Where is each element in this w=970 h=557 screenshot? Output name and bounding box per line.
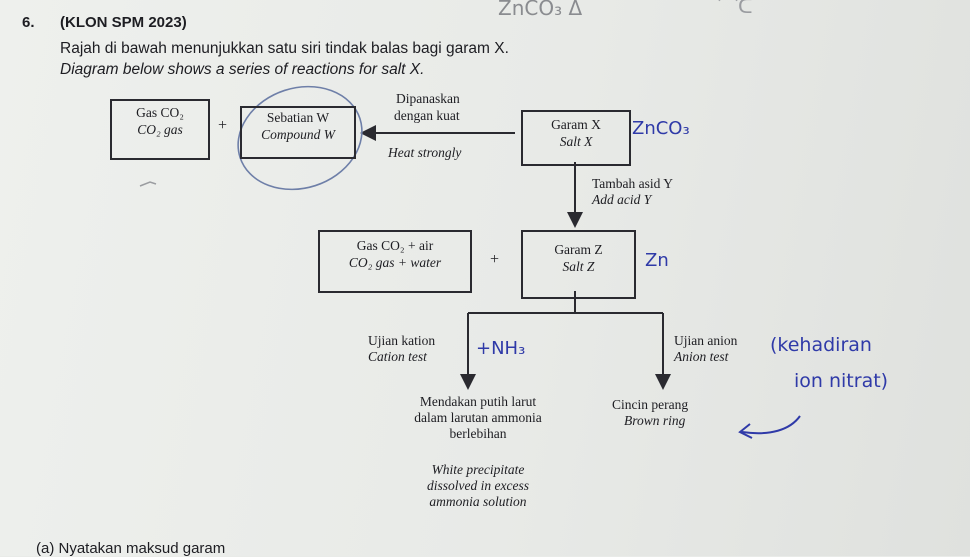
salt-z-handwritten-note: Zn xyxy=(645,250,669,271)
gas-co2-english: CO₂ gas xyxy=(137,122,183,137)
cation-test-label: Ujian kation Cation test xyxy=(368,333,435,365)
anion-test-english: Anion test xyxy=(674,349,729,364)
anion-test-malay: Ujian anion xyxy=(674,333,738,348)
anion-handwritten-note-1: (kehadiran xyxy=(770,334,872,356)
question-stem-malay: Rajah di bawah menunjukkan satu siri tin… xyxy=(60,40,509,57)
gas-water-box: Gas CO₂ + air CO₂ gas + water xyxy=(318,230,472,293)
precip-english-3: ammonia solution xyxy=(429,494,527,509)
heat-label-english: Heat strongly xyxy=(388,145,462,160)
heat-label-malay-2: dengan kuat xyxy=(394,108,460,123)
cation-test-malay: Ujian kation xyxy=(368,333,436,348)
salt-x-malay: Garam X xyxy=(551,117,601,132)
pencil-scribble: ⌒ᑕ xyxy=(718,0,753,18)
precip-english-2: dissolved in excess xyxy=(427,478,529,493)
question-stem-english: Diagram below shows a series of reaction… xyxy=(60,61,425,78)
precipitate-result-english: White precipitate dissolved in excess am… xyxy=(392,462,564,510)
compound-w-box: Sebatian W Compound W xyxy=(240,106,356,159)
precip-malay-1: Mendakan putih larut xyxy=(419,394,537,409)
add-acid-label: Tambah asid Y Add acid Y xyxy=(592,176,673,208)
salt-x-handwritten-note: ZnCO₃ xyxy=(632,118,690,139)
salt-x-box: Garam X Salt X xyxy=(521,110,631,166)
hand-arrow xyxy=(741,415,801,435)
precip-malay-2: dalam larutan ammonia xyxy=(414,410,542,425)
compound-w-english: Compound W xyxy=(261,127,335,142)
salt-z-english: Salt Z xyxy=(562,259,595,274)
plus-sign-middle: + xyxy=(490,251,500,268)
anion-test-label: Ujian anion Anion test xyxy=(674,333,737,365)
precip-english-1: White precipitate xyxy=(431,462,525,477)
gas-water-english: CO₂ gas + water xyxy=(348,255,442,270)
question-source: (KLON SPM 2023) xyxy=(60,14,187,31)
salt-x-english: Salt X xyxy=(559,134,593,149)
question-number: 6. xyxy=(22,14,35,31)
add-acid-english: Add acid Y xyxy=(592,192,652,207)
add-acid-malay: Tambah asid Y xyxy=(592,176,674,191)
pencil-note-top: ZnCO₃ Δ xyxy=(498,0,583,20)
precip-malay-3: berlebihan xyxy=(449,426,507,441)
heat-label-malay-1: Dipanaskan xyxy=(396,91,460,106)
salt-z-box: Garam Z Salt Z xyxy=(521,230,636,299)
salt-z-malay: Garam Z xyxy=(554,242,603,257)
cation-test-english: Cation test xyxy=(368,349,427,364)
brown-ring-english: Brown ring xyxy=(624,413,686,428)
part-a-question: (a) Nyatakan maksud garam xyxy=(36,540,226,557)
compound-w-malay: Sebatian W xyxy=(266,110,330,125)
anion-handwritten-note-2: ion nitrat) xyxy=(794,370,889,392)
gas-water-malay: Gas CO₂ + air xyxy=(356,238,434,253)
gas-co2-malay: Gas CO₂ xyxy=(136,105,184,120)
cation-handwritten-note: +NH₃ xyxy=(476,338,526,359)
gas-co2-box: Gas CO₂ CO₂ gas xyxy=(110,99,210,160)
brown-ring-malay: Cincin perang xyxy=(612,397,689,412)
plus-sign-top: + xyxy=(218,117,228,134)
precipitate-result-malay: Mendakan putih larut dalam larutan ammon… xyxy=(392,394,564,442)
brown-ring-result: Cincin perang Brown ring xyxy=(612,397,688,429)
